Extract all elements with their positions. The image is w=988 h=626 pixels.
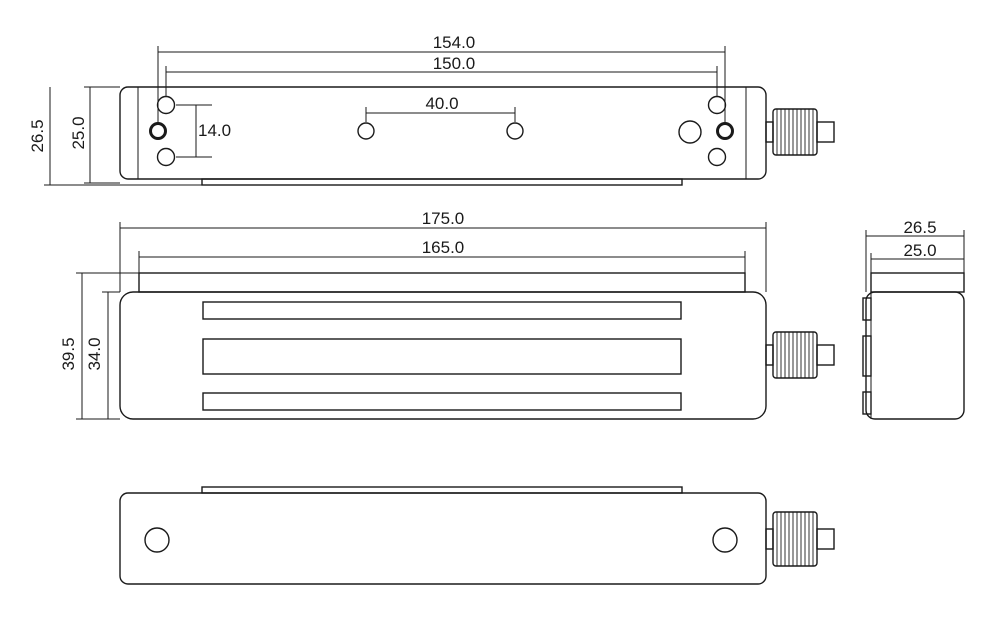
top-center-hole-right: [506, 122, 524, 140]
dim-front-175: 175.0: [119, 209, 767, 292]
top-mount-hole-left-middle: [149, 122, 167, 140]
top-mount-hole-left-upper: [156, 95, 176, 115]
dim-top-26-5: 26.5: [28, 87, 202, 186]
bottom-view: [119, 486, 835, 585]
dim-top-40: 40.0: [365, 94, 516, 122]
front-slot-lower: [202, 392, 682, 411]
bottom-connector: [765, 511, 835, 567]
dim-label-175: 175.0: [422, 209, 465, 228]
dim-label-40: 40.0: [425, 94, 458, 113]
dim-top-150: 150.0: [165, 54, 718, 96]
dim-label-150: 150.0: [433, 54, 476, 73]
bottom-hole-right: [712, 527, 738, 553]
top-mount-hole-right-middle: [716, 122, 734, 140]
dim-side-26-5: 26.5: [865, 218, 965, 292]
dim-label-side-26-5: 26.5: [903, 218, 936, 237]
dim-top-25: 25.0: [69, 86, 120, 184]
top-connector: [765, 108, 835, 156]
front-view: 175.0 165.0 39.5 34.0: [59, 209, 835, 420]
dim-label-side-25: 25.0: [903, 241, 936, 260]
top-mount-hole-right-upper: [707, 95, 727, 115]
side-view: 26.5 25.0: [862, 218, 965, 420]
dim-label-39-5: 39.5: [59, 337, 78, 370]
dim-label-14: 14.0: [198, 121, 231, 140]
front-slot-upper: [202, 301, 682, 320]
dim-label-165: 165.0: [422, 238, 465, 257]
front-slot-middle: [202, 338, 682, 375]
dim-side-25: 25.0: [870, 241, 964, 273]
dim-label-34: 34.0: [85, 337, 104, 370]
dim-top-154: 154.0: [157, 33, 726, 122]
dim-front-39-5: 39.5: [59, 272, 139, 420]
dim-front-34: 34.0: [85, 291, 120, 419]
dim-label-26-5: 26.5: [28, 119, 47, 152]
dim-label-154: 154.0: [433, 33, 476, 52]
top-mount-hole-left-lower: [156, 147, 176, 167]
top-mount-hole-right-lower: [707, 147, 727, 167]
top-large-hole-right: [678, 120, 702, 144]
top-center-hole-left: [357, 122, 375, 140]
front-connector: [765, 331, 835, 379]
dim-top-14: 14.0: [176, 104, 231, 158]
bottom-hole-left: [144, 527, 170, 553]
dim-label-25: 25.0: [69, 116, 88, 149]
top-view: 154.0 150.0 40.0 14.0 26.5: [28, 33, 835, 186]
dim-front-165: 165.0: [138, 238, 746, 273]
